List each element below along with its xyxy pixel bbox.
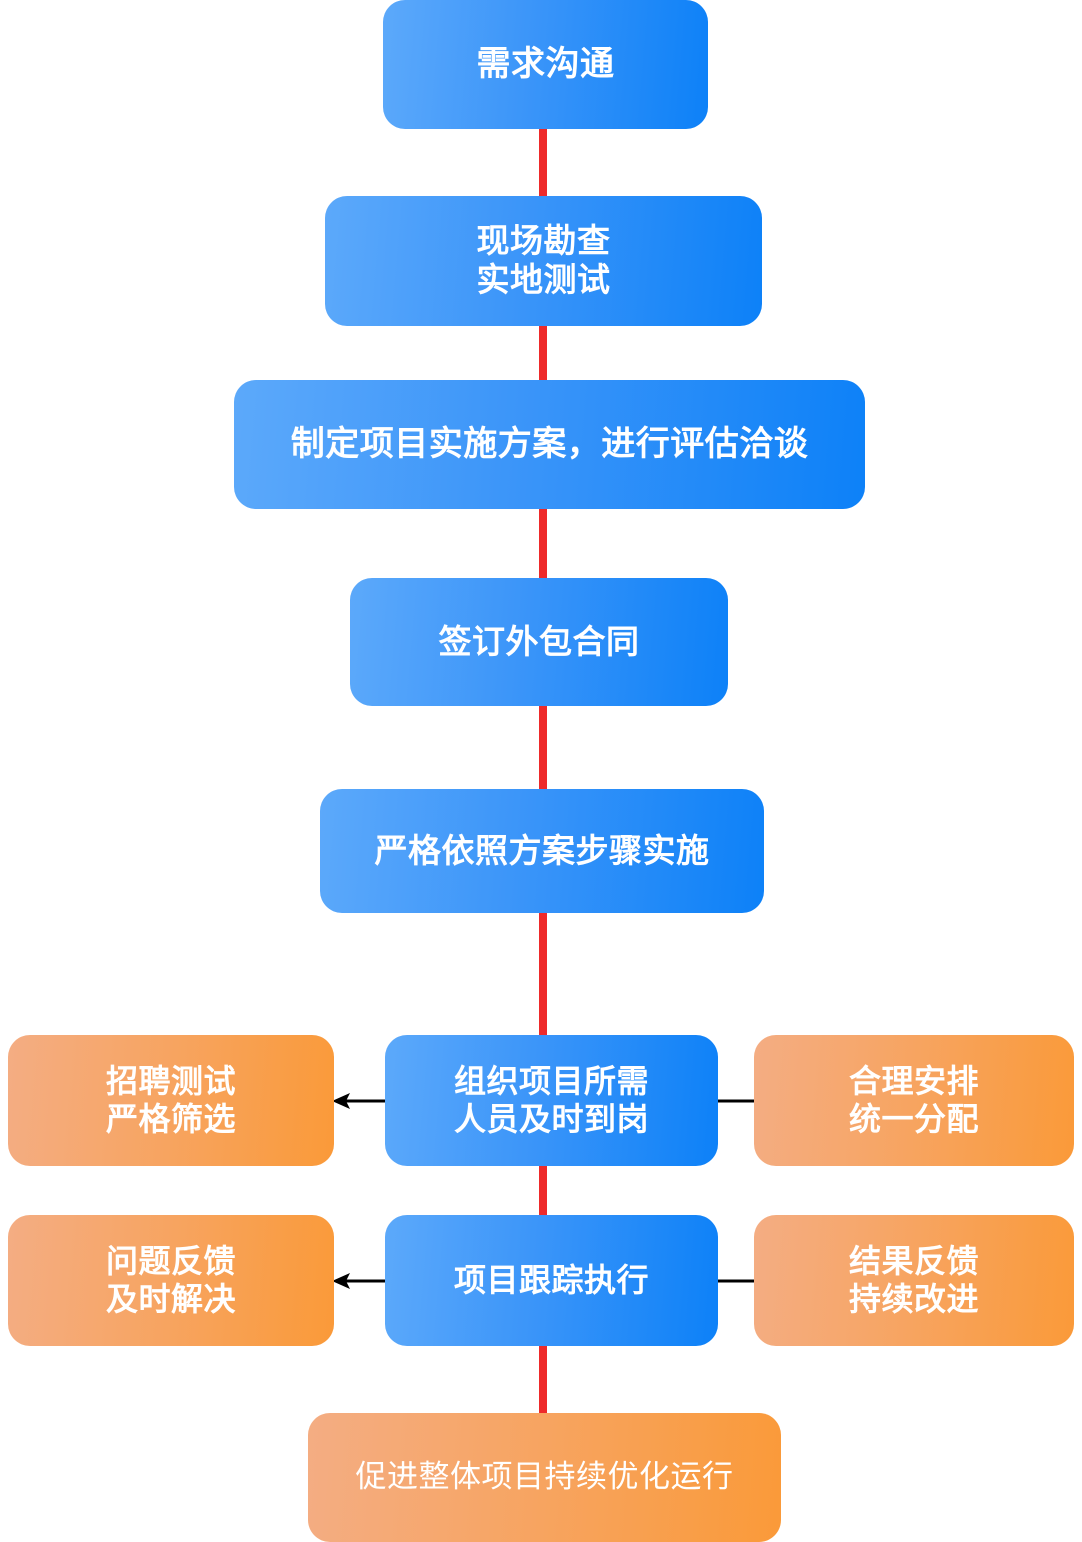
node-site-survey[interactable]: 现场勘查 实地测试 (325, 196, 762, 326)
node-label: 严格依照方案步骤实施 (374, 831, 710, 869)
node-issue-feedback[interactable]: 问题反馈 及时解决 (8, 1215, 334, 1346)
node-label: 签订外包合同 (438, 622, 640, 660)
node-label: 现场勘查 实地测试 (476, 222, 611, 298)
node-sign-outsourcing-contract[interactable]: 签订外包合同 (350, 578, 728, 706)
node-plan-and-negotiate[interactable]: 制定项目实施方案，进行评估洽谈 (234, 380, 865, 509)
node-label: 结果反馈 持续改进 (848, 1242, 979, 1317)
node-label: 制定项目实施方案，进行评估洽谈 (290, 425, 809, 464)
node-label: 项目跟踪执行 (453, 1261, 649, 1298)
node-label: 招聘测试 严格筛选 (105, 1062, 236, 1137)
node-recruit-and-screen[interactable]: 招聘测试 严格筛选 (8, 1035, 334, 1166)
arrow-tracking-to-issue-feedback (330, 1268, 390, 1294)
node-continuous-optimization[interactable]: 促进整体项目持续优化运行 (308, 1413, 781, 1542)
node-label: 需求沟通 (476, 45, 615, 84)
node-label: 合理安排 统一分配 (848, 1062, 979, 1137)
arrow-staffing-to-recruit (330, 1088, 390, 1114)
node-project-tracking[interactable]: 项目跟踪执行 (385, 1215, 718, 1346)
spine-line-red (539, 0, 547, 1470)
node-label: 促进整体项目持续优化运行 (355, 1459, 734, 1495)
node-label: 组织项目所需 人员及时到岗 (453, 1062, 649, 1137)
node-requirement-communication[interactable]: 需求沟通 (383, 0, 708, 129)
node-label: 问题反馈 及时解决 (105, 1242, 236, 1317)
node-reasonable-assignment[interactable]: 合理安排 统一分配 (754, 1035, 1074, 1166)
node-result-feedback[interactable]: 结果反馈 持续改进 (754, 1215, 1074, 1346)
node-staff-onboarding[interactable]: 组织项目所需 人员及时到岗 (385, 1035, 718, 1166)
node-execute-per-plan[interactable]: 严格依照方案步骤实施 (320, 789, 764, 913)
